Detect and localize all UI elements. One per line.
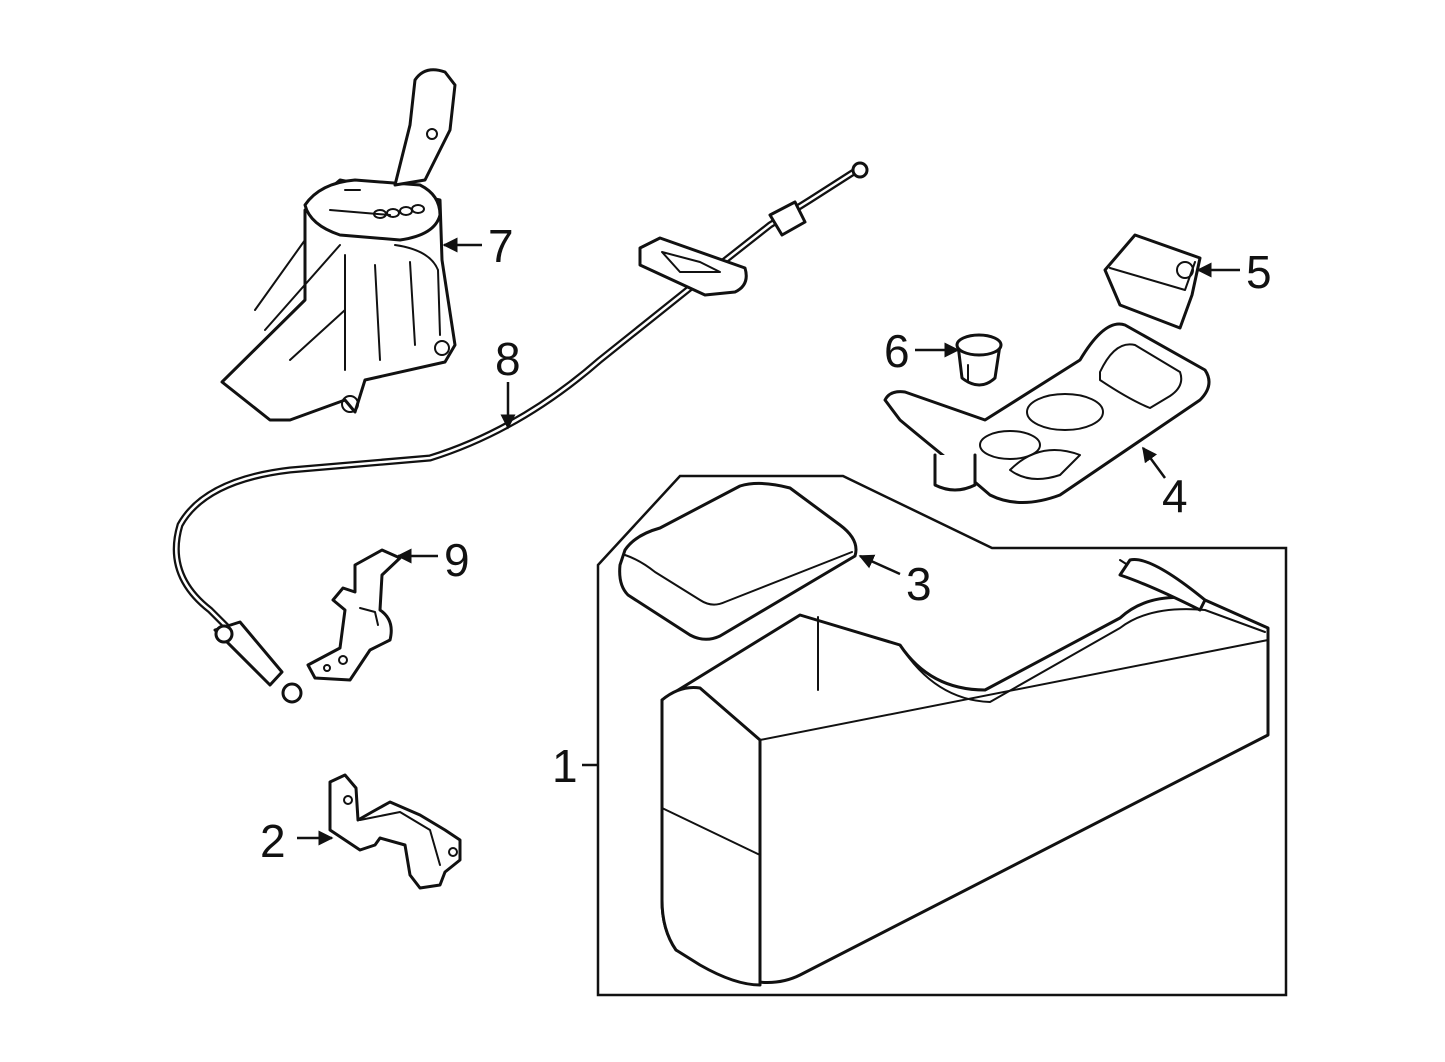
cable-bracket (306, 548, 402, 682)
shift-cable (172, 161, 869, 704)
callout-5: 5 (1246, 246, 1272, 298)
storage-tray (1103, 233, 1202, 330)
console-body (660, 558, 1270, 987)
leader-4 (1141, 446, 1167, 479)
callout-4: 4 (1162, 470, 1188, 522)
cup-holder-insert (955, 333, 1003, 387)
callout-1: 1 (552, 740, 578, 792)
callout-9: 9 (444, 534, 470, 586)
console-group-outline (596, 474, 1288, 997)
callout-6: 6 (884, 325, 910, 377)
console-top-trim (883, 322, 1211, 504)
mounting-bracket (328, 773, 462, 890)
callout-8: 8 (495, 333, 521, 385)
callout-2: 2 (260, 815, 286, 867)
callout-7: 7 (488, 220, 514, 272)
callout-3: 3 (906, 558, 932, 610)
shifter-assembly (220, 68, 457, 422)
armrest-lid (618, 481, 858, 641)
leader-3 (858, 554, 901, 576)
